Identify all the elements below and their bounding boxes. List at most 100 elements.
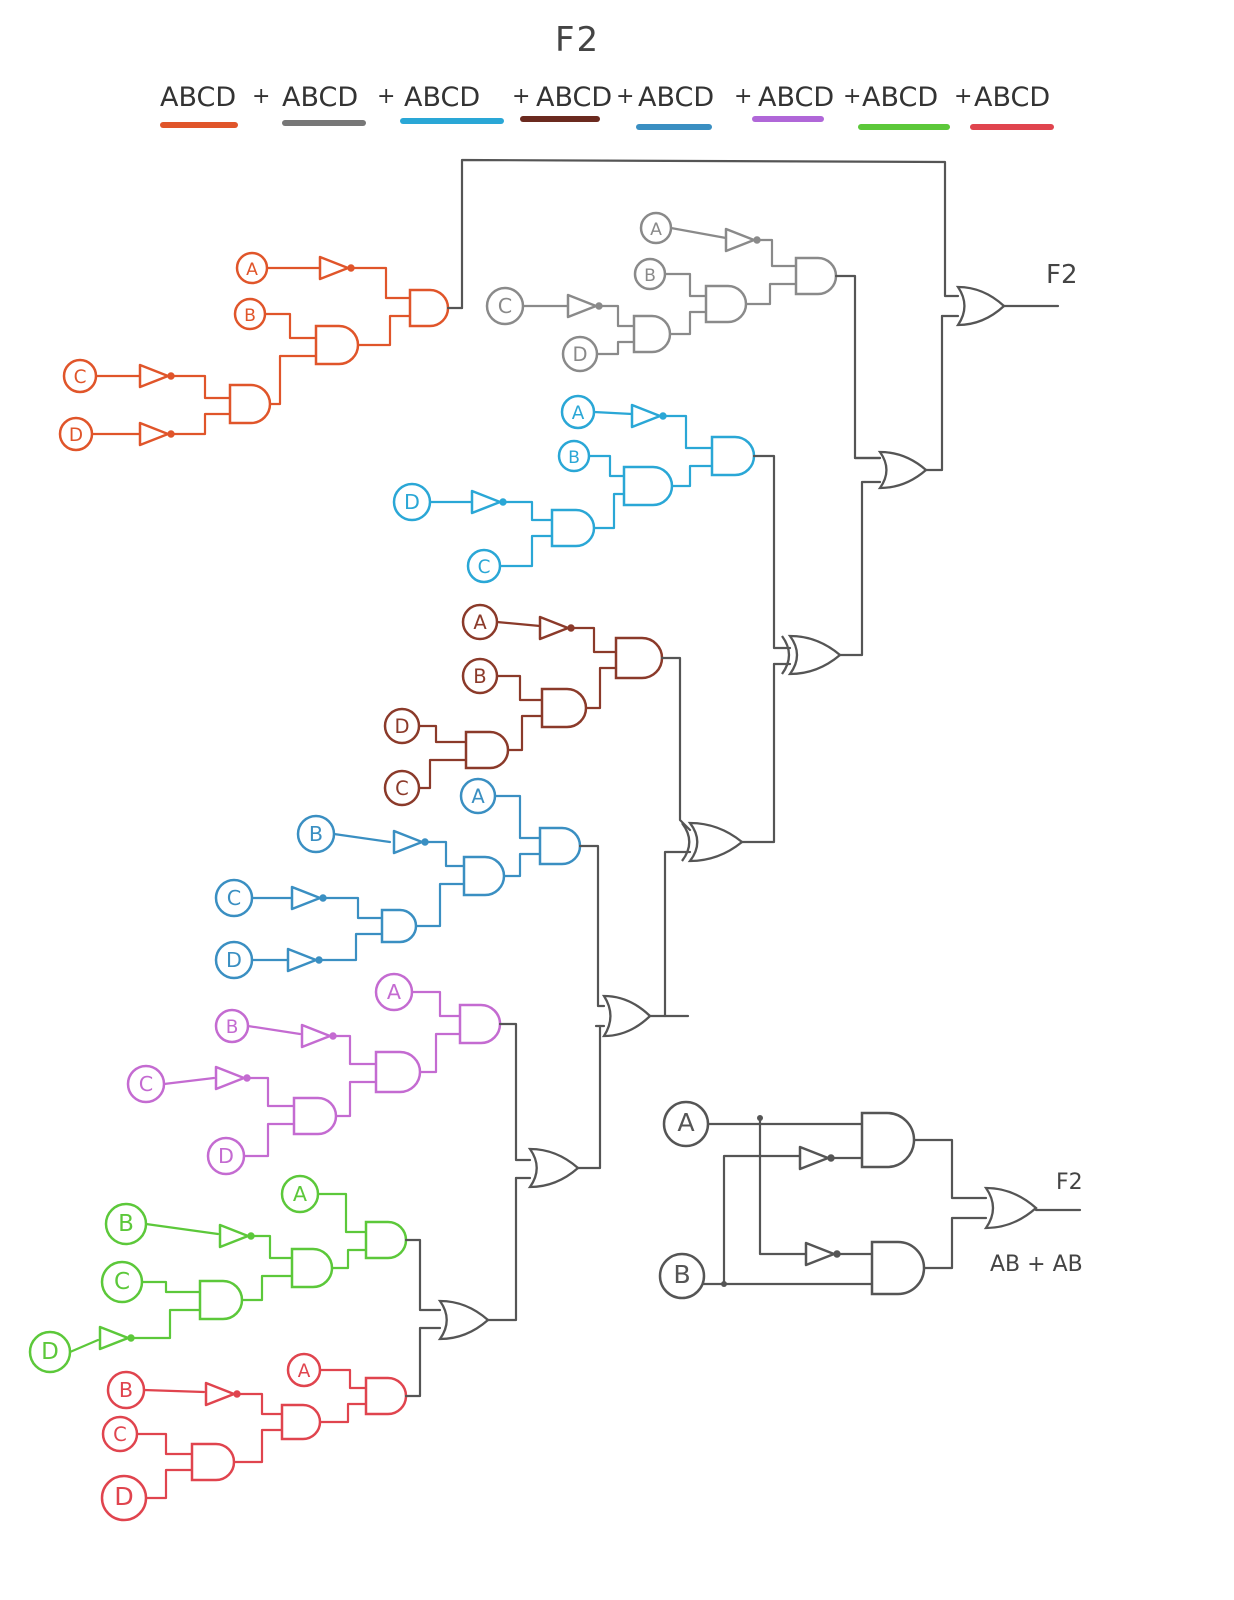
not-gate <box>804 1241 836 1267</box>
not-gate <box>318 255 350 281</box>
and-gate <box>190 1442 236 1482</box>
not-gate <box>286 947 318 973</box>
input-label: C <box>139 1072 153 1096</box>
wire <box>576 1024 602 1170</box>
input-label: C <box>227 886 241 910</box>
input-label: D <box>572 343 587 366</box>
input-label: A <box>298 1361 311 1382</box>
wire <box>352 266 412 300</box>
not-gate <box>798 1145 830 1171</box>
and-gate <box>364 1220 408 1260</box>
plus-sign: + <box>512 84 531 109</box>
input-label: B <box>673 1260 690 1289</box>
term-3: ABCD <box>404 82 481 113</box>
wire <box>498 1022 532 1162</box>
not-gate <box>138 421 170 447</box>
and-gate <box>198 1279 244 1321</box>
wire <box>493 794 542 840</box>
input-label: B <box>309 822 323 846</box>
and-gate <box>292 1096 338 1136</box>
or-gate <box>983 1186 1038 1230</box>
wire <box>68 1338 100 1354</box>
wire <box>268 354 318 406</box>
term-underline-cyan <box>400 118 504 124</box>
final-output-label: F2 <box>1046 260 1078 290</box>
wire <box>752 454 792 650</box>
and-gate <box>314 324 360 366</box>
wire <box>495 674 544 702</box>
and-gate <box>408 288 450 328</box>
wire <box>506 714 544 752</box>
and-gate <box>364 1376 408 1416</box>
wire <box>404 1238 442 1312</box>
input-label: C <box>114 1269 130 1295</box>
wire <box>248 1076 296 1108</box>
input-label: D <box>218 1144 234 1168</box>
wire <box>592 492 626 530</box>
wire <box>135 1432 194 1456</box>
and-gate <box>228 383 272 425</box>
wire <box>246 1024 302 1036</box>
not-gate <box>538 615 570 641</box>
and-gate <box>540 687 588 729</box>
or-gate <box>955 285 1006 327</box>
wire <box>663 850 670 1018</box>
diagram-title: F2 <box>555 20 601 60</box>
and-gate <box>464 730 510 770</box>
input-label: B <box>244 306 256 326</box>
and-gate <box>710 435 756 477</box>
wire <box>334 1034 378 1066</box>
wire <box>595 340 636 356</box>
wire <box>172 412 232 436</box>
input-label: A <box>471 785 485 808</box>
wire <box>838 480 867 657</box>
term-1: ABCD <box>160 82 237 113</box>
wire <box>600 304 636 328</box>
wire <box>240 1274 294 1302</box>
wire <box>144 1222 220 1236</box>
xor-arc <box>681 822 691 862</box>
inset-expression: AB + AB <box>990 1252 1083 1277</box>
and-gate <box>380 908 418 944</box>
wire <box>587 454 626 478</box>
term-underline-brown <box>520 116 600 122</box>
input-label: A <box>387 980 401 1004</box>
wire <box>670 464 714 488</box>
wire <box>410 990 462 1018</box>
and-gate <box>550 508 596 548</box>
wire <box>740 662 776 844</box>
input-label: C <box>113 1423 127 1446</box>
plus-sign: + <box>616 84 635 109</box>
plus-sign: + <box>377 84 396 109</box>
wire <box>334 1080 378 1118</box>
not-gate <box>138 363 170 389</box>
and-gate <box>458 1003 502 1045</box>
wire <box>140 1280 202 1294</box>
input-label: A <box>572 403 585 424</box>
or-gate <box>601 994 652 1038</box>
input-label: C <box>395 777 409 800</box>
input-label: B <box>118 1211 134 1237</box>
wire <box>318 1368 368 1390</box>
not-gate <box>218 1223 250 1249</box>
wire <box>660 656 692 832</box>
wire <box>172 374 232 400</box>
wire <box>417 724 468 744</box>
not-gate <box>392 829 424 855</box>
wire <box>144 1468 194 1500</box>
wire <box>669 226 728 240</box>
and-gate <box>280 1403 322 1441</box>
input-label: A <box>246 260 258 280</box>
and-gate <box>622 465 674 507</box>
plus-sign: + <box>252 84 271 109</box>
input-label: D <box>114 1482 133 1511</box>
input-terminal <box>658 1252 706 1300</box>
plus-sign: + <box>954 84 973 109</box>
term-2: ABCD <box>282 82 359 113</box>
wire <box>834 274 882 460</box>
or-gate <box>437 1299 490 1341</box>
and-gate <box>860 1111 916 1169</box>
plus-sign: + <box>734 84 753 109</box>
input-label: A <box>650 220 662 240</box>
